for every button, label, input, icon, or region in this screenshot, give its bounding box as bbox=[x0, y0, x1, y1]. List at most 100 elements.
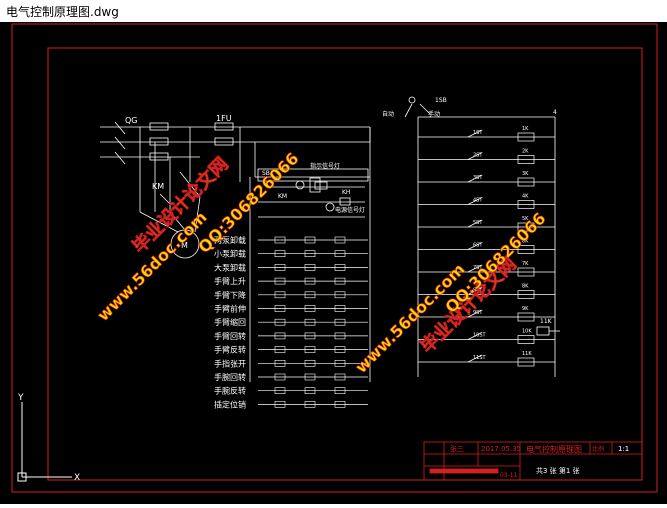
inner-frame bbox=[47, 47, 643, 481]
contact-symbol bbox=[274, 332, 286, 340]
top-sb-label: 1SB bbox=[435, 97, 447, 104]
function-label: 手腕回转 bbox=[214, 372, 246, 382]
contact-symbol bbox=[304, 305, 316, 312]
km-label: KM bbox=[152, 182, 164, 191]
relay-coil bbox=[517, 245, 535, 254]
extra-k-label: 11K bbox=[540, 318, 553, 325]
function-label: 手臂缩回 bbox=[214, 317, 246, 327]
contact-symbol bbox=[334, 264, 346, 271]
auto-label: 自动 bbox=[382, 110, 394, 118]
function-label: 手臂反转 bbox=[214, 345, 246, 355]
function-label: 两泵卸载 bbox=[214, 235, 246, 245]
manual-label: 手动 bbox=[428, 110, 440, 118]
contact-symbol bbox=[334, 305, 346, 312]
right-ladder: 自动 手动 1SB 4 bbox=[382, 96, 557, 377]
contact-symbol bbox=[304, 346, 316, 353]
switch-symbol bbox=[467, 152, 483, 160]
relay-coil bbox=[517, 200, 535, 209]
ucs-icon: Y X bbox=[17, 393, 80, 483]
relay-coil bbox=[517, 177, 535, 187]
contact-symbol bbox=[334, 387, 346, 395]
k-label: 7K bbox=[522, 261, 529, 267]
drawing-code: 03-11 bbox=[500, 472, 518, 479]
k-label: 1K bbox=[522, 126, 529, 132]
contact-symbol bbox=[274, 236, 286, 244]
contact-symbol bbox=[334, 277, 346, 285]
contact-symbol bbox=[274, 318, 286, 326]
switch-symbol bbox=[467, 129, 483, 138]
function-rows: 两泵卸载小泵卸载大泵卸载手臂上升手臂下降手臂前伸手臂缩回手臂回转手臂反转手指张开… bbox=[214, 235, 368, 409]
contact-symbol bbox=[304, 332, 316, 340]
contact-symbol bbox=[304, 236, 316, 244]
relay-coil bbox=[517, 312, 535, 322]
contact-symbol bbox=[334, 346, 346, 353]
contact-symbol bbox=[304, 359, 316, 367]
cad-canvas[interactable]: Y X QG 1FU KM M bbox=[0, 22, 667, 504]
window-title: 电气控制原理图.dwg bbox=[6, 5, 119, 19]
relay-coil bbox=[517, 132, 535, 142]
contact-symbol bbox=[274, 401, 286, 408]
sheet-info: 共3 张 第1 张 bbox=[536, 466, 580, 475]
svg-text:Y: Y bbox=[17, 393, 24, 403]
k-label: 6K bbox=[522, 239, 529, 245]
motor-label: M bbox=[181, 241, 188, 250]
function-label: 手指张开 bbox=[214, 358, 246, 368]
function-label: 手腕反转 bbox=[214, 386, 246, 396]
contact-symbol bbox=[334, 359, 346, 367]
contact-symbol bbox=[334, 318, 346, 326]
relay-coil bbox=[517, 335, 535, 344]
st-label: 11ST bbox=[473, 355, 487, 361]
right-rows: 1ST1K2ST2K3ST3K4ST4K5ST5K6ST6K7ST7K8ST8K… bbox=[418, 126, 555, 367]
switch-symbol bbox=[467, 309, 483, 318]
relay-coil bbox=[517, 222, 535, 232]
k-label: 4K bbox=[522, 194, 529, 200]
k-label: 10K bbox=[522, 329, 532, 335]
contact-symbol bbox=[304, 318, 316, 326]
relay-coil bbox=[517, 155, 535, 164]
scale-value: 1:1 bbox=[618, 445, 629, 453]
contact-symbol bbox=[334, 291, 346, 299]
st-label: 7ST bbox=[473, 265, 483, 271]
k-label: 3K bbox=[522, 171, 529, 177]
st-label: 2ST bbox=[473, 153, 483, 159]
contact-symbol bbox=[334, 236, 346, 244]
contact-symbol bbox=[334, 250, 346, 257]
contact-symbol bbox=[304, 264, 316, 271]
function-label: 手臂前伸 bbox=[214, 304, 246, 314]
contact-symbol bbox=[334, 373, 346, 381]
st-label: 9ST bbox=[473, 310, 483, 316]
power-circuit: QG 1FU KM M bbox=[100, 114, 371, 382]
st-label: 6ST bbox=[473, 243, 483, 249]
function-label: 手臂回转 bbox=[214, 331, 246, 341]
indicator-label-1: 指示信号灯 bbox=[310, 162, 340, 170]
st-label: 4ST bbox=[473, 198, 483, 204]
switch-symbol bbox=[467, 174, 483, 183]
k-label: 5K bbox=[522, 216, 529, 222]
top-num-label: 4 bbox=[553, 109, 557, 116]
contact-symbol bbox=[304, 373, 316, 381]
upper-km-label: KM bbox=[278, 193, 287, 200]
function-label: 大泵卸载 bbox=[214, 262, 246, 272]
designer-value: 张三 bbox=[450, 444, 464, 453]
function-label: 小泵卸载 bbox=[214, 249, 246, 259]
switch-symbol bbox=[467, 332, 483, 340]
contact-symbol bbox=[274, 373, 286, 381]
contact-symbol bbox=[274, 359, 286, 367]
date-value: 2017.05.35 bbox=[481, 445, 521, 453]
sb1-label: SB1 bbox=[262, 170, 274, 177]
k-label: 9K bbox=[522, 306, 529, 312]
switch-symbol bbox=[467, 287, 483, 295]
relay-coil bbox=[517, 267, 535, 277]
svg-text:X: X bbox=[74, 473, 80, 483]
contact-symbol bbox=[274, 387, 286, 395]
function-label: 插定位销 bbox=[214, 399, 246, 409]
qs-label: QG bbox=[125, 116, 138, 125]
st-label: 5ST bbox=[473, 220, 483, 226]
fu-label: 1FU bbox=[216, 114, 232, 123]
contact-symbol bbox=[334, 332, 346, 340]
switch-symbol bbox=[467, 354, 483, 363]
st-label: 10ST bbox=[473, 333, 487, 339]
st-label: 8ST bbox=[473, 288, 483, 294]
scale-label: 比例 bbox=[592, 445, 604, 453]
title-block: 张三 2017.05.35 电气控制原理图 比例 1:1 共3 张 第1 张 0… bbox=[423, 441, 643, 481]
